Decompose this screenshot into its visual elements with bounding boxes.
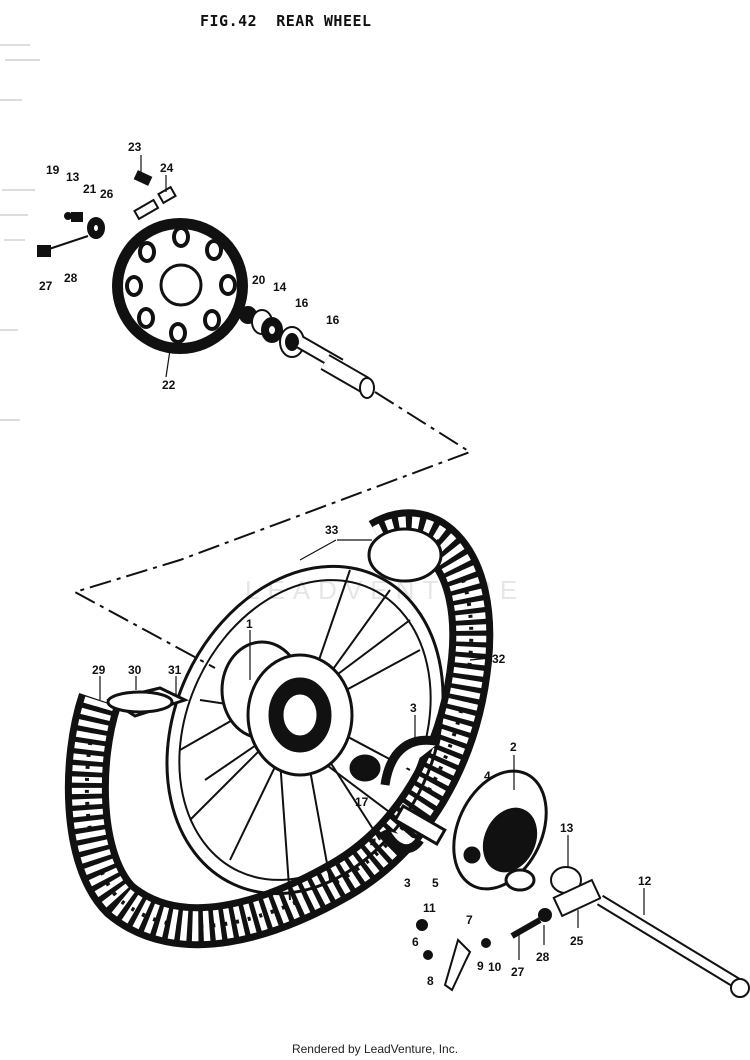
footer-credit: Rendered by LeadVenture, Inc.	[291, 1042, 459, 1056]
callout-5: 5	[432, 876, 439, 890]
scan-noise	[0, 44, 40, 421]
callout-28-washer: 28	[536, 950, 550, 964]
rear-sprocket	[112, 218, 248, 354]
callout-4-upper: 4	[484, 769, 491, 783]
rear-tire	[64, 509, 494, 949]
callout-25: 25	[570, 934, 584, 948]
callout-19: 19	[46, 163, 60, 177]
callout-33: 33	[325, 523, 339, 537]
callout-labels: 23 24 19 13 21 26 28 27 20 14 16 16 22 3…	[39, 140, 652, 988]
callout-3-upper: 3	[410, 701, 417, 715]
callout-32: 32	[492, 652, 506, 666]
brake-cam-lever	[416, 908, 552, 992]
callout-26: 26	[100, 187, 114, 201]
callout-21: 21	[83, 182, 97, 196]
callout-23: 23	[128, 140, 142, 154]
callout-30: 30	[128, 663, 142, 677]
callout-28: 28	[64, 271, 78, 285]
rim-band	[106, 686, 190, 718]
sprocket-hub-spacers	[239, 306, 375, 399]
callout-20: 20	[252, 273, 266, 287]
callout-6: 6	[412, 935, 419, 949]
callout-13-collar: 13	[560, 821, 574, 835]
callout-7: 7	[466, 913, 473, 927]
brake-shoes	[380, 735, 447, 854]
callout-2: 2	[510, 740, 517, 754]
callout-9: 9	[477, 959, 484, 973]
wheel-rim	[165, 564, 445, 896]
figure-title: FIG.42 REAR WHEEL	[200, 12, 372, 30]
axle-centerline	[72, 391, 473, 669]
wheel-hub	[220, 640, 381, 782]
callout-8: 8	[427, 974, 434, 988]
callout-13: 13	[66, 170, 80, 184]
axle-and-collar	[550, 866, 750, 998]
callout-1: 1	[246, 617, 253, 631]
callout-10: 10	[488, 960, 502, 974]
callout-12: 12	[638, 874, 652, 888]
sprocket-bolt-and-washers	[37, 170, 177, 257]
callout-31: 31	[168, 663, 182, 677]
brake-panel	[452, 769, 548, 892]
leader-lines	[99, 155, 645, 960]
callout-29: 29	[92, 663, 106, 677]
callout-16-spacer: 16	[295, 296, 309, 310]
callout-3-lower: 3	[404, 876, 411, 890]
callout-27: 27	[39, 279, 53, 293]
callout-11: 11	[423, 901, 436, 915]
callout-17: 17	[355, 795, 369, 809]
callout-27-bolt: 27	[511, 965, 525, 979]
callout-14: 14	[273, 280, 287, 294]
callout-16-collar: 16	[326, 313, 340, 327]
callout-4-lower: 4	[370, 836, 377, 850]
callout-24: 24	[160, 161, 174, 175]
tube	[367, 527, 443, 583]
callout-22: 22	[162, 378, 176, 392]
